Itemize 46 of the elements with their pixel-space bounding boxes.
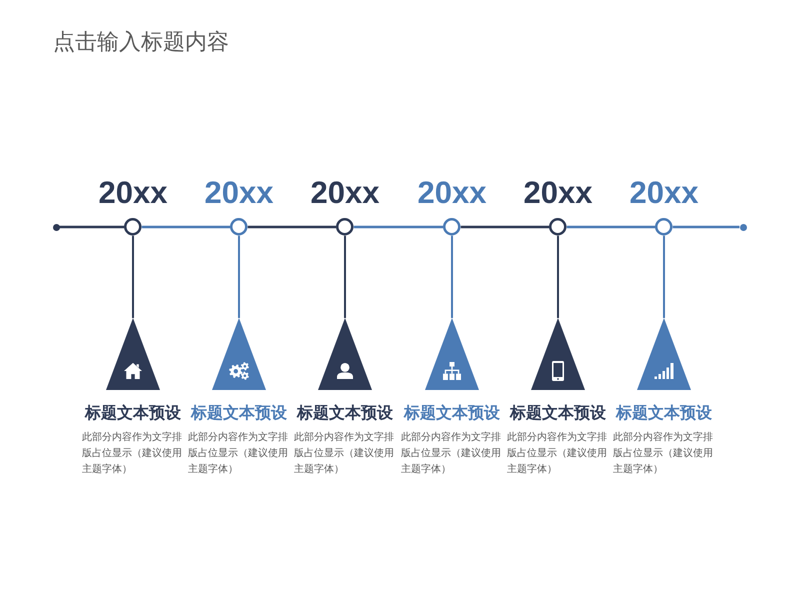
timeline-dot <box>52 224 60 230</box>
connector-line <box>238 236 240 318</box>
triangle-marker <box>531 318 585 390</box>
milestone-description: 此部分内容作为文字排版占位显示（建议使用主题字体） <box>507 430 608 477</box>
timeline-dot <box>740 224 746 230</box>
milestone-description: 此部分内容作为文字排版占位显示（建议使用主题字体） <box>82 430 183 477</box>
connector-line <box>344 236 346 318</box>
year-label: 20xx <box>418 177 486 209</box>
milestone-heading: 标题文本预设 <box>191 404 287 424</box>
milestone-heading: 标题文本预设 <box>404 404 500 424</box>
milestone-description: 此部分内容作为文字排版占位显示（建议使用主题字体） <box>401 430 502 477</box>
milestone-heading: 标题文本预设 <box>297 404 393 424</box>
milestone-description: 此部分内容作为文字排版占位显示（建议使用主题字体） <box>188 430 289 477</box>
milestone-description: 此部分内容作为文字排版占位显示（建议使用主题字体） <box>613 430 714 477</box>
year-label: 20xx <box>310 177 380 209</box>
timeline-line <box>60 226 124 228</box>
connector-line <box>557 236 559 318</box>
milestone-heading: 标题文本预设 <box>85 404 181 424</box>
year-label: 20xx <box>630 177 698 209</box>
slide-title: 点击输入标题内容 <box>53 29 229 55</box>
timeline-line <box>142 226 230 228</box>
timeline-line <box>248 226 336 228</box>
triangle-marker <box>212 318 266 390</box>
year-label: 20xx <box>98 177 168 209</box>
timeline-line <box>566 226 656 228</box>
timeline-line <box>354 226 444 228</box>
timeline-node <box>443 218 461 236</box>
milestone-heading: 标题文本预设 <box>616 404 712 424</box>
timeline-node <box>549 218 567 236</box>
connector-line <box>451 236 453 318</box>
milestone-description: 此部分内容作为文字排版占位显示（建议使用主题字体） <box>294 430 395 477</box>
triangle-marker <box>318 318 372 390</box>
triangle-marker <box>106 318 160 390</box>
year-label: 20xx <box>204 177 274 209</box>
timeline-node <box>230 218 248 236</box>
timeline-node <box>124 218 142 236</box>
timeline-node <box>655 218 673 236</box>
milestone-heading: 标题文本预设 <box>510 404 606 424</box>
timeline-line <box>672 226 740 228</box>
timeline-node <box>336 218 354 236</box>
connector-line <box>663 236 665 318</box>
connector-line <box>132 236 134 318</box>
timeline-line <box>460 226 550 228</box>
year-label: 20xx <box>524 177 592 209</box>
triangle-marker <box>425 318 479 390</box>
triangle-marker <box>637 318 691 390</box>
